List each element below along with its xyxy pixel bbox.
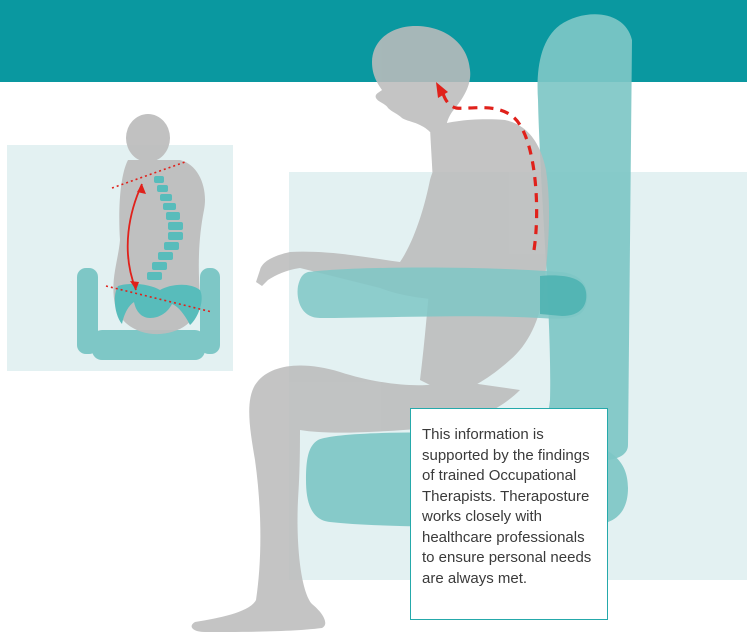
inset-seat [92, 330, 205, 360]
inset-diagram [7, 114, 233, 371]
chair-backrest [538, 14, 632, 460]
figure-head [372, 26, 470, 132]
chair-armrest-front [540, 275, 586, 316]
info-text-box: This information is supported by the fin… [410, 408, 608, 620]
info-text: This information is supported by the fin… [422, 425, 597, 589]
